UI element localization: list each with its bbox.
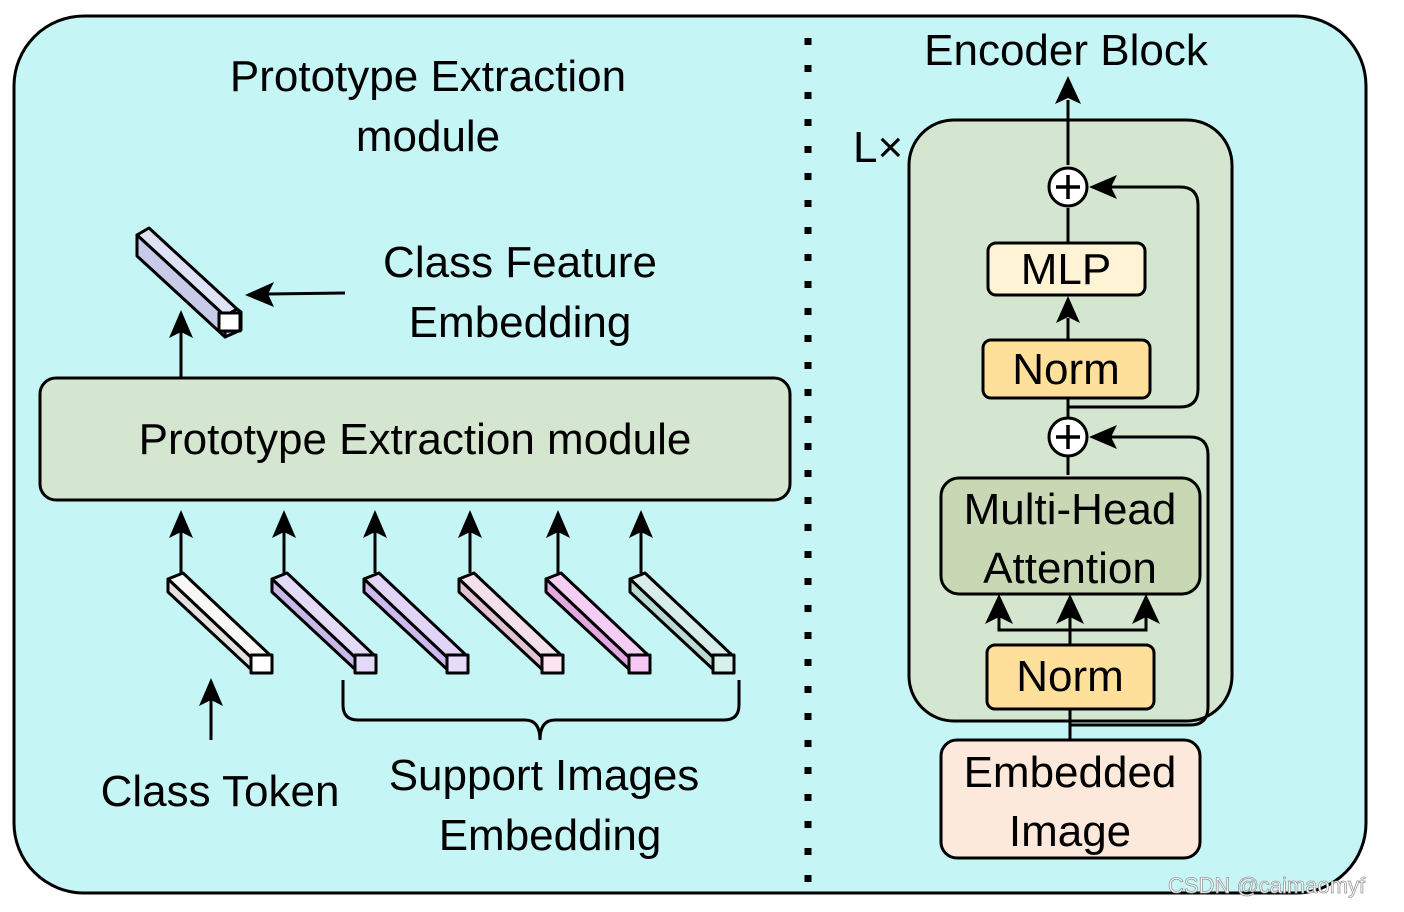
input-line2: Image [1009,807,1131,856]
encoder-title: Encoder Block [924,26,1209,75]
class-feature-line2: Embedding [409,298,632,347]
mlp-box [986,241,1147,297]
norm-bottom-label: Norm [1016,652,1124,701]
attention-box [939,476,1202,596]
prototype-module-label: Prototype Extraction module [139,415,692,464]
mlp-label: MLP [1021,245,1111,294]
class-feature-bar [135,226,243,339]
token-class [166,571,274,675]
support-brace [341,680,741,741]
arrow-module-up [169,310,193,378]
arrow-output [1055,76,1081,104]
token-support-1 [270,571,378,675]
attention-line1: Multi-Head [964,485,1177,534]
norm-top-box [981,338,1152,400]
token-support-4 [544,571,652,675]
support-line1: Support Images [389,751,700,800]
add-circle-bottom [1047,416,1089,458]
arrows-norm-to-attention [985,594,1160,645]
support-line2: Embedding [439,811,662,860]
class-feature-line1: Class Feature [383,238,657,287]
token-support-2 [362,571,470,675]
add-circle-top [1047,166,1089,208]
arrow-norm-to-mlp [1056,296,1080,340]
class-token-label: Class Token [101,767,340,816]
residual-top [1068,175,1200,409]
repeat-label: L× [853,123,903,172]
token-support-5 [628,571,736,675]
prototype-module-box [38,376,792,502]
arrow-class-token [199,678,223,740]
arrow-class-feature [245,282,346,307]
left-title-line2: module [356,112,500,161]
left-title-line1: Prototype Extraction [230,52,626,101]
norm-top-label: Norm [1012,345,1120,394]
attention-line2: Attention [983,544,1157,593]
watermark: CSDN @caimaomyf [1168,873,1366,898]
norm-bottom-box [985,643,1156,711]
token-support-3 [457,571,565,675]
input-line1: Embedded [964,748,1177,797]
token-arrows [169,510,653,573]
residual-bottom [1070,425,1210,727]
embedded-image-box [939,738,1202,860]
